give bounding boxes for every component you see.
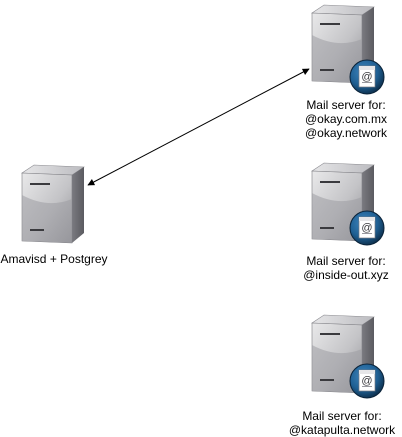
mail-server-katapulta-icon [311, 314, 385, 399]
edge-amavisd-to-mail-okay [87, 68, 310, 186]
amavisd-server-icon [21, 164, 85, 244]
label-line: @katapulta.network [288, 423, 396, 437]
label-line: Mail server for: [306, 98, 386, 112]
label-line: @okay.network [305, 126, 387, 140]
label-line: Mail server for: [302, 409, 382, 423]
mail-badge-icon [349, 363, 385, 399]
label-line: @okay.com.mx [305, 112, 387, 126]
mail-badge-icon [349, 210, 385, 246]
mail-badge-icon [349, 59, 385, 95]
label-line: Amavisd + Postgrey [0, 252, 108, 266]
node-label-mail-inside-out: Mail server for: @inside-out.xyz [290, 254, 402, 282]
label-line: Mail server for: [306, 254, 386, 268]
node-label-mail-katapulta: Mail server for: @katapulta.network [282, 409, 402, 437]
node-label-mail-okay: Mail server for: @okay.com.mx @okay.netw… [290, 98, 402, 140]
mail-server-okay-icon [311, 4, 385, 95]
node-label-amavisd: Amavisd + Postgrey [0, 252, 108, 266]
mail-server-inside-out-icon [311, 162, 385, 246]
label-line: @inside-out.xyz [303, 268, 389, 282]
